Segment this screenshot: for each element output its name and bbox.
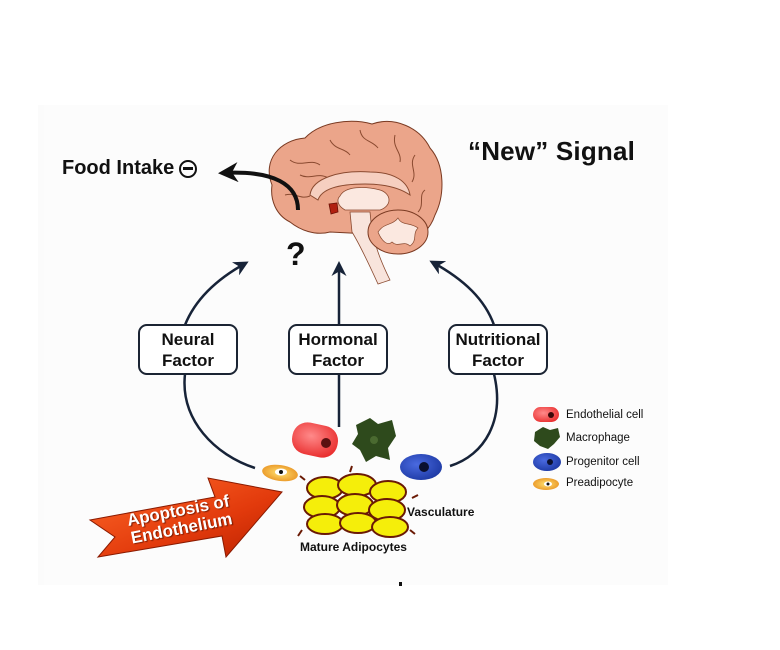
nutritional-factor-line1: Nutritional <box>455 329 541 349</box>
vasculature-label: Vasculature <box>407 505 475 519</box>
diagram-title: “New” Signal <box>468 136 636 166</box>
neural-arrow-up <box>183 261 249 326</box>
food-intake-arrow <box>218 162 300 211</box>
mature-adipocytes-label: Mature Adipocytes <box>300 540 407 554</box>
hypothalamus <box>328 202 339 215</box>
food-intake-text: Food Intake <box>62 157 175 179</box>
legend-preadipocyte: Preadipocyte <box>566 477 634 489</box>
hormonal-factor-line1: Hormonal <box>298 329 378 349</box>
brain-gyri <box>284 129 426 213</box>
neural-factor-line1: Neural <box>161 329 215 349</box>
legend-swatch-progenitor <box>533 453 561 471</box>
nutritional-line-down <box>449 373 499 468</box>
corpus-callosum <box>309 171 411 201</box>
legend-macrophage: Macrophage <box>566 432 630 444</box>
brain-illustration <box>268 120 443 285</box>
hormonal-factor-box: Hormonal Factor <box>288 324 388 375</box>
legend-swatch-preadipocyte <box>533 478 559 490</box>
minus-circle-icon <box>179 159 198 178</box>
legend-swatch-endothelial <box>533 407 559 422</box>
mature-adipocytes-cluster <box>297 465 419 538</box>
stray-mark <box>399 582 402 586</box>
endothelial-cell <box>291 422 339 458</box>
arbor-vitae <box>377 217 419 247</box>
progenitor-cell <box>400 454 442 480</box>
macrophage-cell <box>352 418 396 462</box>
panel-edge <box>38 105 44 585</box>
legend-progenitor-cell: Progenitor cell <box>566 456 640 468</box>
neural-line-down <box>183 373 256 470</box>
nutritional-factor-box: Nutritional Factor <box>448 324 548 375</box>
food-intake-label: Food Intake <box>62 157 198 180</box>
legend-endothelial-cell: Endothelial cell <box>566 409 644 421</box>
nutritional-arrow-up <box>429 260 496 326</box>
hormonal-factor-line2: Factor <box>312 350 364 370</box>
neural-factor-box: Neural Factor <box>138 324 238 375</box>
apoptosis-arrow <box>88 477 283 559</box>
thalamus <box>337 187 390 211</box>
question-mark: ? <box>286 236 306 272</box>
neural-factor-line2: Factor <box>162 350 214 370</box>
legend-swatch-macrophage <box>534 427 560 449</box>
nutritional-factor-line2: Factor <box>472 350 524 370</box>
preadipocyte-cell <box>262 464 298 482</box>
